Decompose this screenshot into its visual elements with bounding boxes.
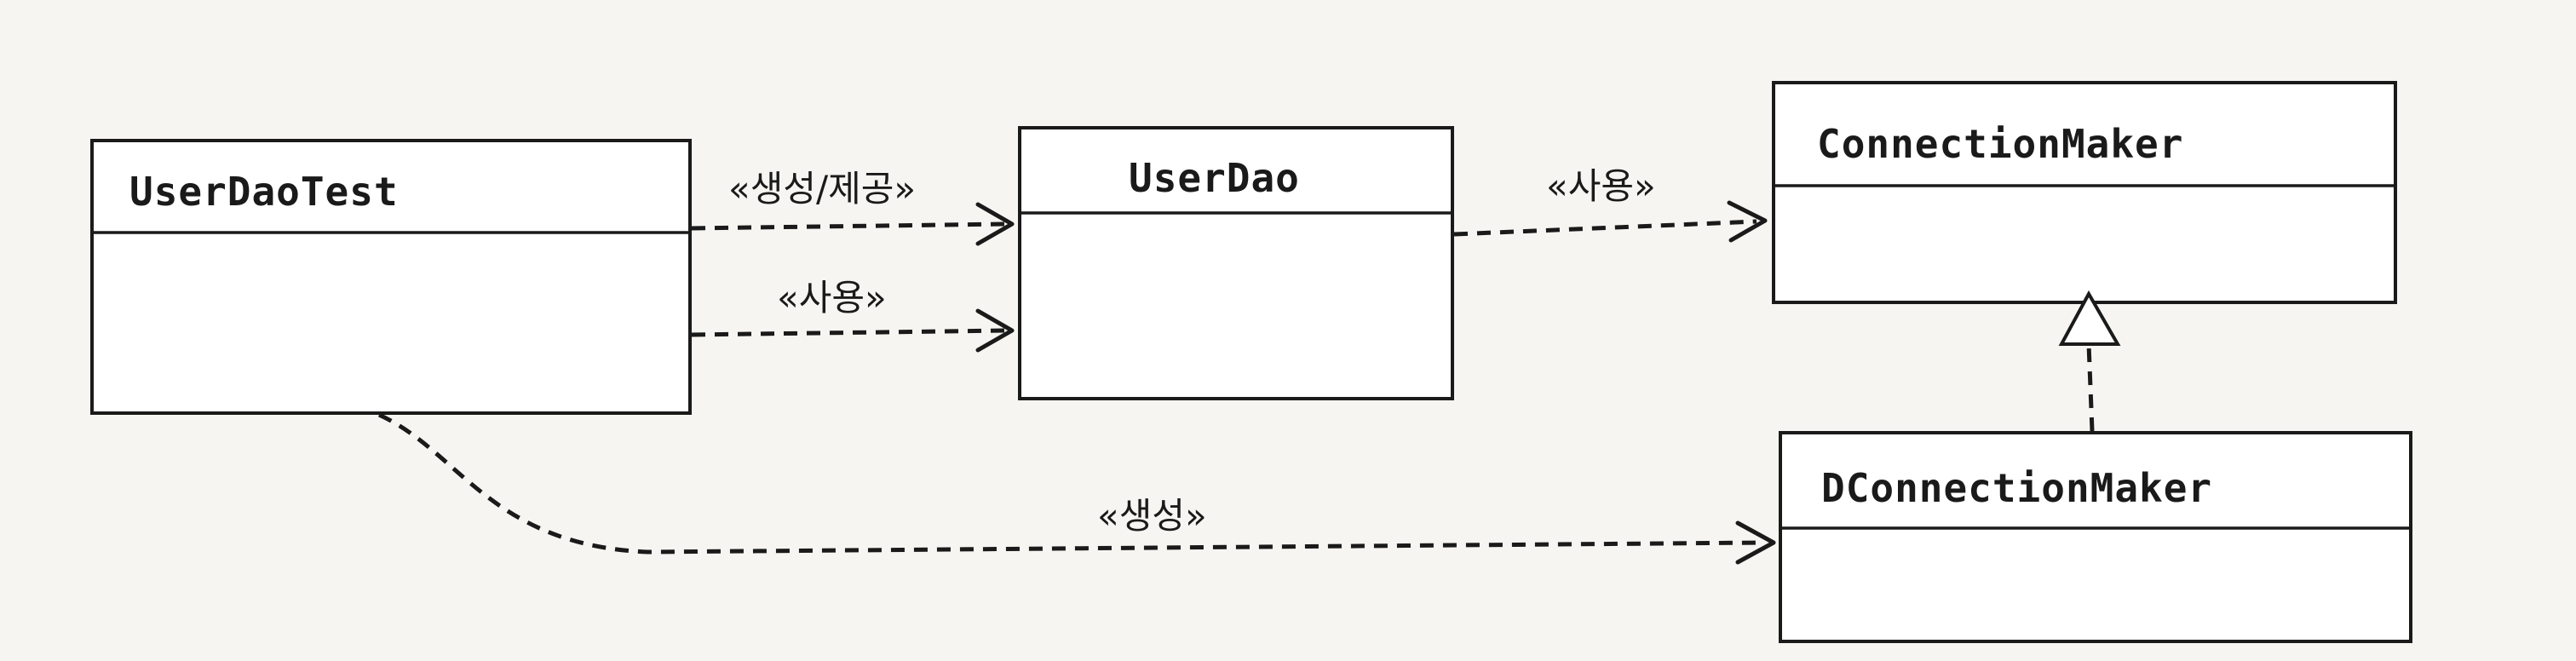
dconnectionmaker-name: DConnectionMaker [1821, 465, 2212, 511]
class-box-userdao: UserDao [1018, 126, 1454, 400]
dconnectionmaker-border [1779, 431, 2412, 643]
connectionmaker-name: ConnectionMaker [1817, 121, 2183, 167]
userdao-border [1018, 126, 1454, 400]
test-creates-dcm-line [377, 412, 1764, 555]
test-uses-dao-arrowhead [975, 308, 1015, 353]
dao-uses-cm-arrowhead [1727, 200, 1768, 243]
relation-test-uses-dao: «사용» [691, 277, 1015, 353]
realization-line [2086, 343, 2095, 432]
create-provide-line [691, 221, 1006, 231]
userdaotest-name: UserDaoTest [129, 169, 399, 215]
realization-triangle-icon [2058, 290, 2121, 346]
dao-uses-cm-line [1453, 219, 1757, 237]
dao-uses-cm-label: «사용» [1546, 165, 1656, 207]
create-provide-label: «생성/제공» [728, 168, 916, 210]
create-provide-arrowhead [975, 202, 1015, 246]
relation-dao-uses-cm: «사용» [1453, 165, 1768, 243]
test-uses-dao-label: «사용» [777, 277, 887, 319]
userdaotest-border [90, 139, 692, 415]
class-box-dconnectionmaker: DConnectionMaker [1779, 431, 2412, 643]
relation-test-creates-dcm: «생성» [377, 412, 1776, 565]
relation-dcm-realizes-cm [2058, 290, 2121, 432]
test-creates-dcm-arrowhead [1735, 520, 1776, 565]
class-box-userdaotest: UserDaoTest [90, 139, 692, 415]
test-creates-dcm-label: «생성» [1097, 495, 1207, 537]
connectionmaker-border [1772, 81, 2397, 304]
test-uses-dao-line [691, 328, 1006, 337]
relation-create-provide: «생성/제공» [691, 168, 1015, 246]
userdao-name: UserDao [1129, 155, 1300, 201]
class-box-connectionmaker: ConnectionMaker [1772, 81, 2397, 304]
